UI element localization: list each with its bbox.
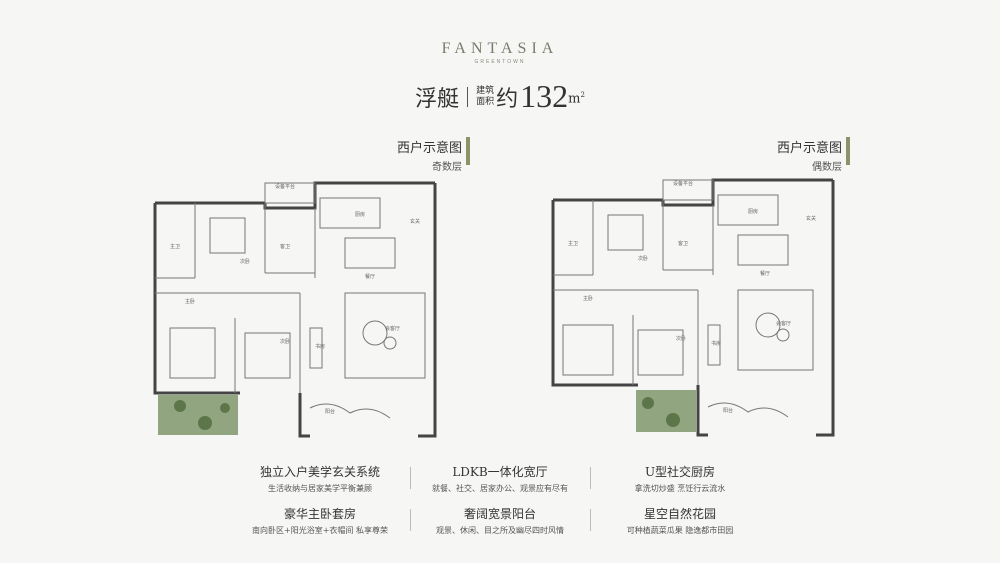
feature-title: 奢阔宽景阳台 <box>463 507 536 521</box>
unit-name: 浮艇 <box>415 86 460 112</box>
room-bath: 主卫 <box>568 240 578 247</box>
feature-desc: 可种植蔬菜瓜果 隐逸都市田园 <box>626 526 734 535</box>
plan-label-left: 西户示意图 奇数层 <box>380 137 470 173</box>
room-master: 主卧 <box>583 295 593 302</box>
feature-title: 独立入户美学玄关系统 <box>259 465 380 479</box>
room-equip: 设备平台 <box>673 180 693 187</box>
unit-base: m <box>568 91 581 107</box>
area-value: 132 <box>520 78 569 114</box>
feature-title: LDKB一体化宽厅 <box>452 465 548 479</box>
accent-bar <box>466 137 470 165</box>
feature-title: U型社交厨房 <box>644 465 716 479</box>
floor-plan-right: 厨房 玄关 餐厅 会客厅 次卧 主卧 主卫 客卫 设备平台 次卧 书房 阳台 <box>551 178 835 437</box>
area-label: 建筑 面积 <box>476 86 494 108</box>
feature-item: U型社交厨房 拿洗切炒盛 烹饪行云流水 <box>580 463 780 494</box>
garden-area <box>636 390 696 432</box>
room-entrance: 玄关 <box>410 218 420 225</box>
feature-item: 奢阔宽景阳台 观景、休闲、目之所及幽尽四时风情 <box>400 505 600 536</box>
feature-desc: 生活收纳与居家美学平衡兼顾 <box>268 484 372 493</box>
feature-item: LDKB一体化宽厅 就餐、社交、居家办公、观景应有尽有 <box>400 463 600 494</box>
room-study: 书房 <box>315 343 325 350</box>
brand-sub: GREENTOWN <box>474 59 526 65</box>
plan-right-title: 西户示意图 <box>776 141 842 156</box>
room-bedroom3: 次卧 <box>280 338 290 345</box>
room-bath: 主卫 <box>170 243 180 250</box>
unit-sup: 2 <box>580 90 585 99</box>
page-title: 浮艇 建筑 面积 约 132 m2 <box>0 78 1000 115</box>
accent-bar <box>846 137 850 165</box>
area-label-line1: 建筑 <box>476 85 495 96</box>
room-dining: 餐厅 <box>760 270 770 277</box>
feature-title: 星空自然花园 <box>643 507 716 521</box>
room-bath2: 客卫 <box>678 240 688 247</box>
room-study: 书房 <box>711 340 721 347</box>
title-divider <box>467 86 469 107</box>
area-label-line2: 面积 <box>476 96 495 107</box>
feature-item: 豪华主卧套房 南向卧区+阳光浴室+衣帽间 私享尊荣 <box>220 505 420 536</box>
feature-title: 豪华主卧套房 <box>283 507 356 521</box>
about-label: 约 <box>496 86 519 112</box>
room-kitchen: 厨房 <box>355 211 365 218</box>
feature-item: 星空自然花园 可种植蔬菜瓜果 隐逸都市田园 <box>580 505 780 536</box>
divider <box>590 467 591 489</box>
feature-item: 独立入户美学玄关系统 生活收纳与居家美学平衡兼顾 <box>220 463 420 494</box>
feature-desc: 就餐、社交、居家办公、观景应有尽有 <box>432 484 568 493</box>
garden-area <box>158 395 238 435</box>
room-entrance: 玄关 <box>806 215 816 222</box>
plan-left-title: 西户示意图 <box>396 141 462 156</box>
room-dining: 餐厅 <box>365 273 375 280</box>
room-bath2: 客卫 <box>280 243 290 250</box>
divider <box>410 509 411 531</box>
room-balcony: 阳台 <box>325 408 335 415</box>
divider <box>590 509 591 531</box>
plan-right-floor: 偶数层 <box>812 162 842 173</box>
room-living: 会客厅 <box>776 320 791 327</box>
room-balcony: 阳台 <box>723 407 733 414</box>
feature-desc: 观景、休闲、目之所及幽尽四时风情 <box>436 526 564 535</box>
brand-name: FANTASIA <box>441 40 559 57</box>
room-kitchen: 厨房 <box>748 208 758 215</box>
room-bedroom2: 次卧 <box>638 255 648 262</box>
room-bedroom3: 次卧 <box>676 335 686 342</box>
brand-logo: FANTASIA GREENTOWN <box>0 40 1000 65</box>
plan-left-floor: 奇数层 <box>432 162 462 173</box>
feature-desc: 拿洗切炒盛 烹饪行云流水 <box>634 484 726 493</box>
area-unit: m2 <box>568 91 585 106</box>
room-master: 主卧 <box>185 298 195 305</box>
room-living: 会客厅 <box>385 325 400 332</box>
room-bedroom2: 次卧 <box>240 258 250 265</box>
floor-plan-left: 厨房 玄关 餐厅 会客厅 次卧 主卧 主卫 客卫 设备平台 次卧 书房 阳台 <box>153 181 437 438</box>
plan-label-right: 西户示意图 偶数层 <box>760 137 850 173</box>
divider <box>410 467 411 489</box>
room-equip: 设备平台 <box>275 183 295 190</box>
feature-desc: 南向卧区+阳光浴室+衣帽间 私享尊荣 <box>252 526 388 535</box>
